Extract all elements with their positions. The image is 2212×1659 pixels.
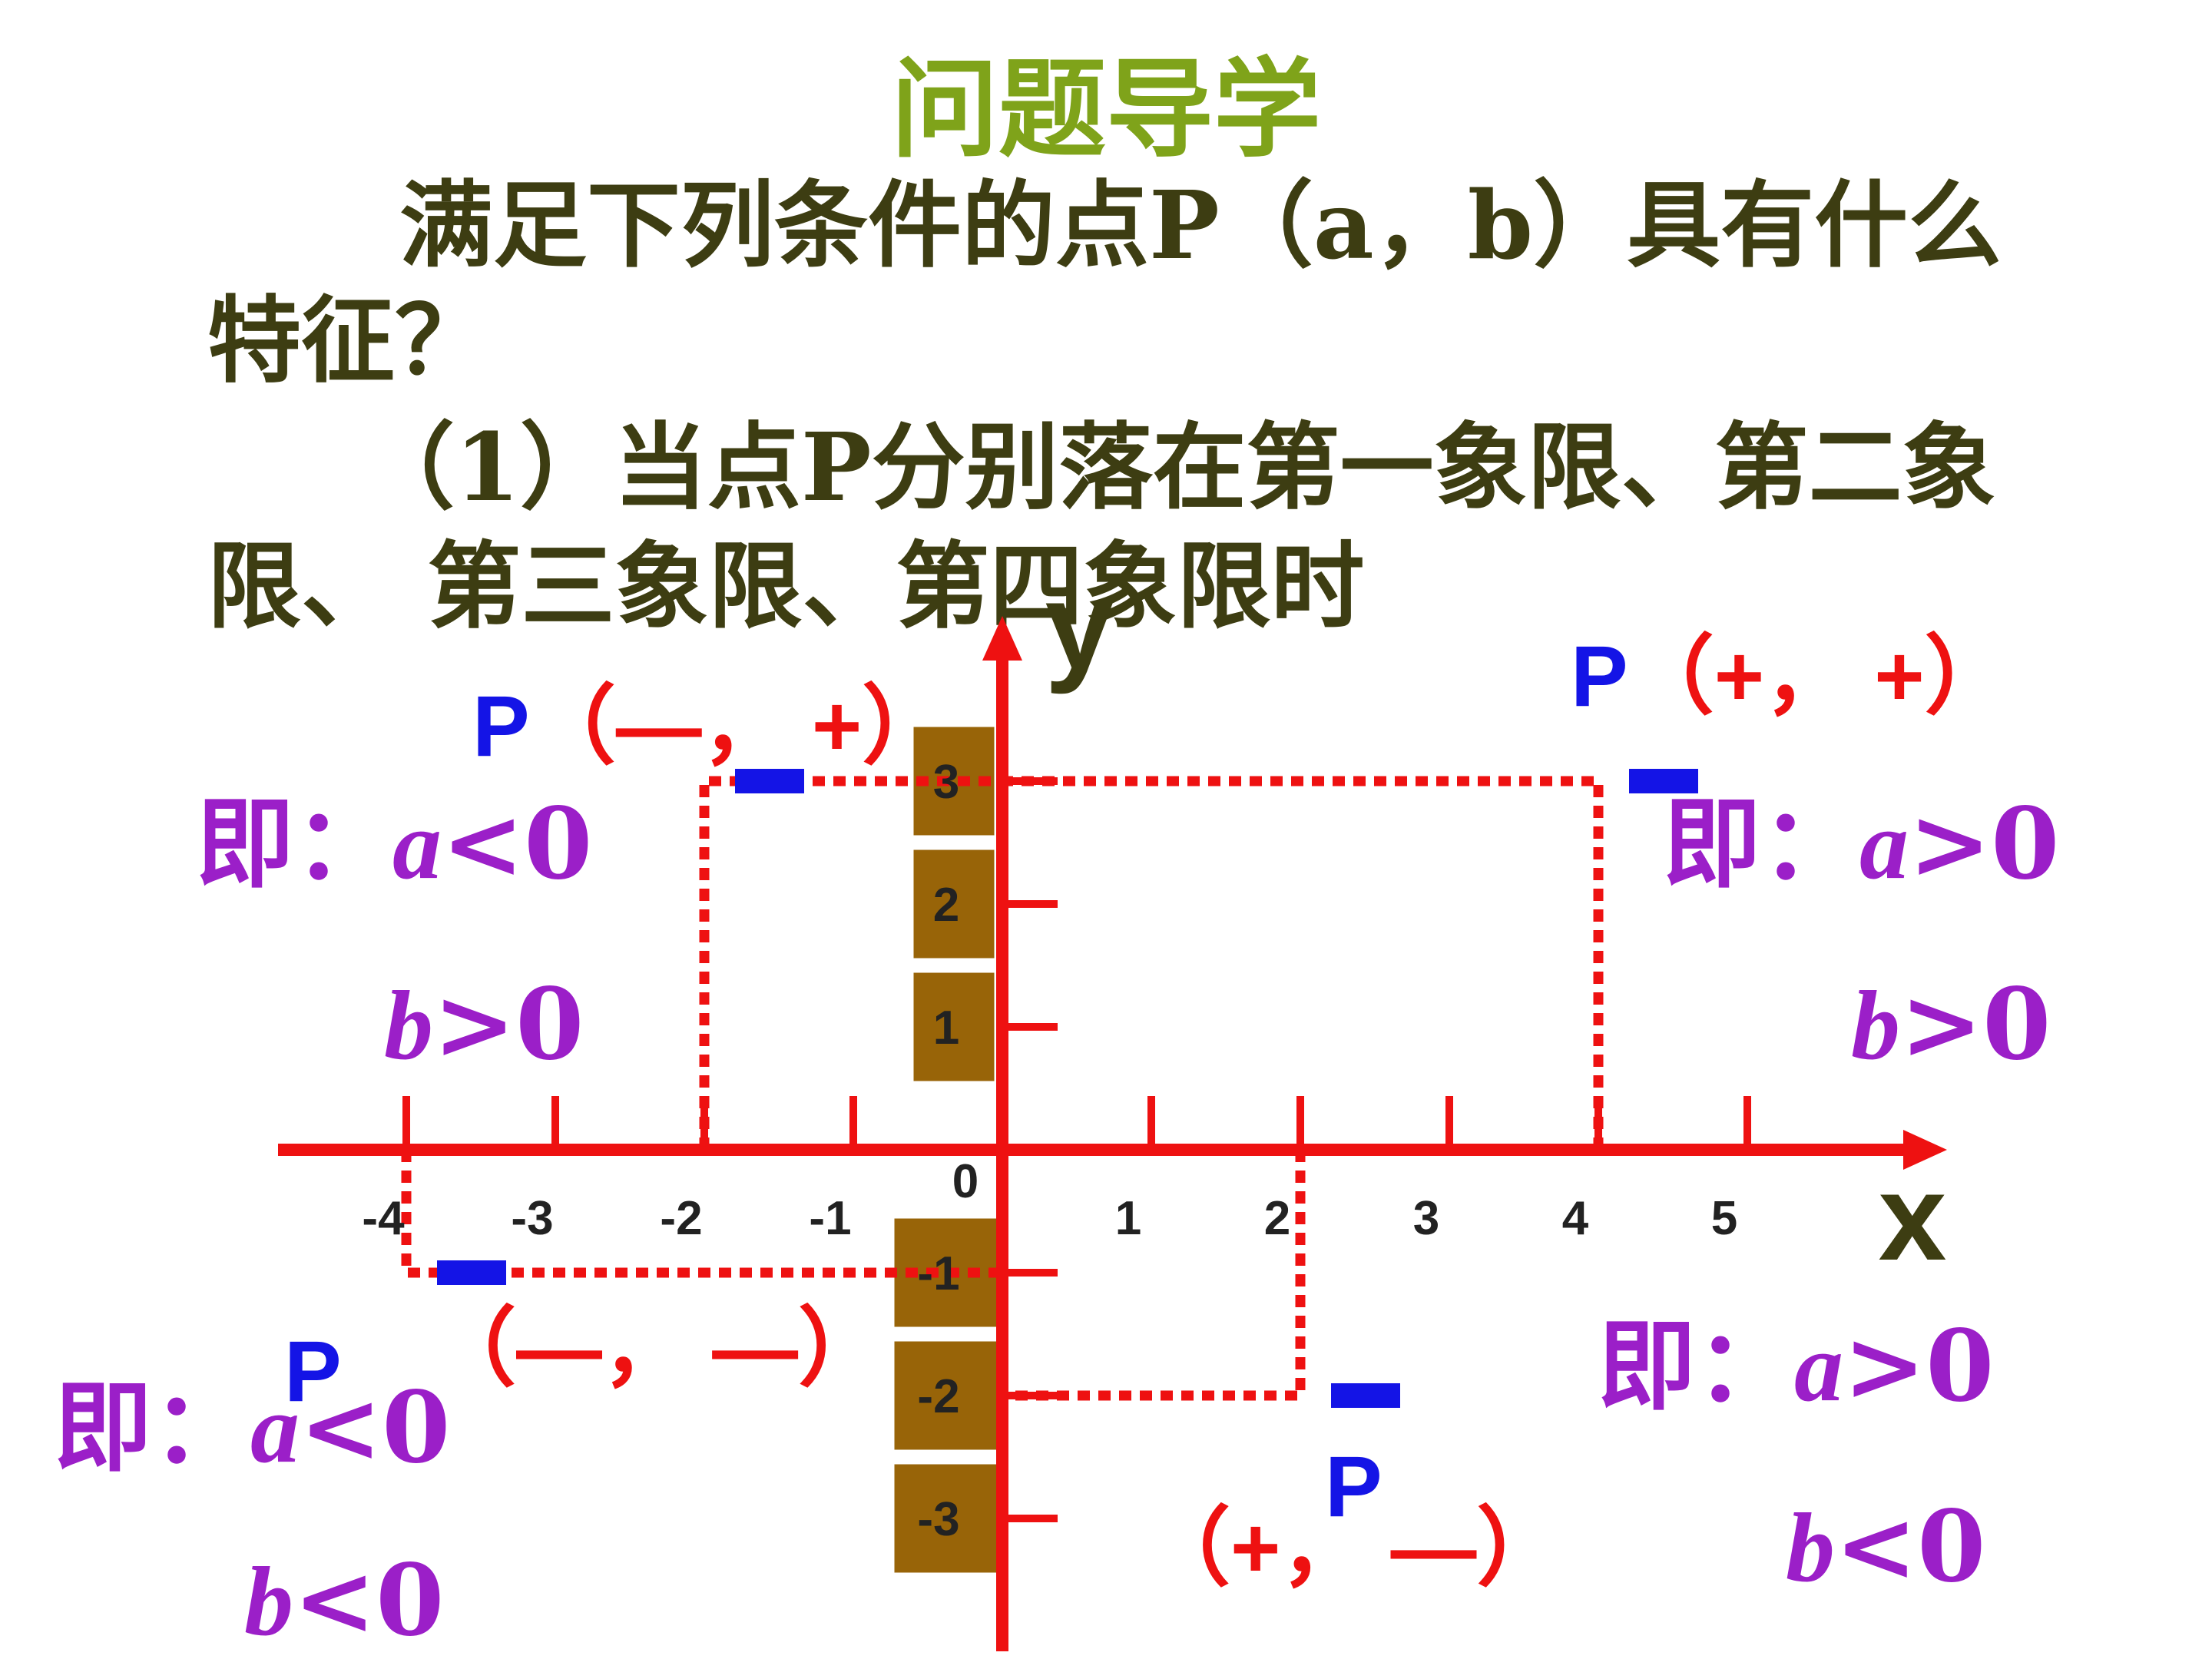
q3-a-rel: <0 — [300, 1370, 451, 1485]
y-tick-label: -3 — [917, 1493, 959, 1546]
y-tick-box — [892, 1462, 1002, 1575]
q2-cond-prefix: 即： — [196, 786, 393, 902]
q1-a-rel: >0 — [1909, 786, 2060, 902]
point-marker-quadrant4 — [1331, 1383, 1400, 1408]
y-tick-label: -2 — [917, 1370, 959, 1423]
x-tick-label: 5 — [1711, 1192, 1737, 1245]
q2-a-var: a — [392, 790, 442, 899]
q3-b-rel: <0 — [293, 1543, 445, 1658]
x-tick-label: -3 — [511, 1192, 553, 1245]
x-tick-label: -1 — [809, 1192, 851, 1245]
part-line-1: （1）当点P分别落在第一象限、第二象 — [361, 412, 1996, 522]
q2-point-label: P（—， +） — [472, 684, 948, 770]
x-tick-label: 1 — [1115, 1192, 1141, 1245]
x-tick-label: 3 — [1413, 1192, 1439, 1245]
y-tick-label: 2 — [933, 879, 959, 932]
q4-condition-b: b<0 — [1786, 1498, 1985, 1597]
q2-p: P — [472, 678, 530, 774]
q1-b-rel: >0 — [1900, 967, 2051, 1082]
q2-condition-a: 即：a<0 — [196, 795, 592, 894]
q3-condition-a: 即：a<0 — [54, 1379, 450, 1478]
q3-a-var: a — [250, 1374, 300, 1483]
q3-p: P — [284, 1323, 342, 1419]
axes — [278, 616, 1947, 1651]
q1-condition-b: b>0 — [1851, 975, 2051, 1075]
q4-b-var: b — [1786, 1493, 1835, 1602]
q2-a-rel: <0 — [442, 786, 593, 902]
y-tick-label: 3 — [933, 756, 959, 809]
y-tick-box — [892, 1339, 1002, 1452]
y-tick-label: -1 — [917, 1247, 959, 1300]
guide-quadrant2 — [699, 776, 1002, 1150]
y-tick-box — [911, 847, 997, 961]
q4-signs: （+， —） — [1144, 1500, 1563, 1596]
question-line-2: 特征？ — [207, 285, 488, 396]
q1-condition-a: 即：a>0 — [1663, 795, 2059, 894]
q4-condition-a: 即：a>0 — [1598, 1317, 1994, 1416]
y-tick-box — [911, 970, 997, 1084]
q4-b-rel: <0 — [1835, 1489, 1986, 1604]
x-axis-label: x — [1879, 1148, 1947, 1286]
axis-labels: -4 -3 -2 -1 1 2 3 4 5 3 2 1 -1 -2 -3 0 x y — [362, 557, 1946, 1546]
guide-quadrant4 — [1002, 1150, 1306, 1401]
point-marker-quadrant3 — [437, 1260, 506, 1285]
guide-quadrant1 — [1002, 776, 1604, 1150]
q2-signs: （—， +） — [529, 678, 949, 774]
y-axis-arrow — [982, 616, 1022, 661]
x-tick-label: -4 — [362, 1192, 405, 1245]
guide-quadrant3 — [401, 1150, 1002, 1278]
quadrant-guides — [401, 776, 1604, 1401]
x-tick-label: 2 — [1264, 1192, 1290, 1245]
q2-condition-b: b>0 — [384, 975, 584, 1075]
part-line-2: 限、 第三象限、第四象限时 — [207, 531, 1365, 641]
question-line-1: 满足下列条件的点P（a，b）具有什么 — [399, 170, 2002, 280]
point-marker-quadrant2 — [735, 769, 804, 793]
point-markers — [437, 769, 1698, 1408]
x-axis-arrow — [1903, 1130, 1947, 1170]
point-marker-quadrant1 — [1629, 769, 1698, 793]
x-tick-label: 4 — [1562, 1192, 1589, 1245]
q1-point-label: P（+， +） — [1571, 634, 2011, 720]
q1-b-var: b — [1851, 971, 1900, 1080]
q1-p: P — [1571, 628, 1628, 724]
y-tick-label: 1 — [933, 1002, 959, 1055]
q1-a-var: a — [1859, 790, 1909, 899]
q3-condition-b: b<0 — [244, 1551, 444, 1651]
q3-cond-prefix: 即： — [54, 1370, 251, 1485]
x-tick-label: -2 — [660, 1192, 702, 1245]
q2-b-rel: >0 — [433, 967, 584, 1082]
q1-cond-prefix: 即： — [1663, 786, 1860, 902]
q4-cond-prefix: 即： — [1598, 1309, 1795, 1424]
q3-b-var: b — [244, 1547, 293, 1656]
page-title: 问题导学 — [890, 47, 1321, 173]
q4-p: P — [1325, 1439, 1382, 1535]
q3-signs: （—， —） — [430, 1300, 885, 1396]
origin-label: 0 — [952, 1155, 979, 1208]
q4-a-rel: >0 — [1843, 1309, 1995, 1424]
q2-b-var: b — [384, 971, 433, 1080]
q1-signs: （+， +） — [1628, 628, 2011, 724]
y-axis-label: y — [1045, 557, 1114, 694]
q4-a-var: a — [1794, 1313, 1844, 1422]
